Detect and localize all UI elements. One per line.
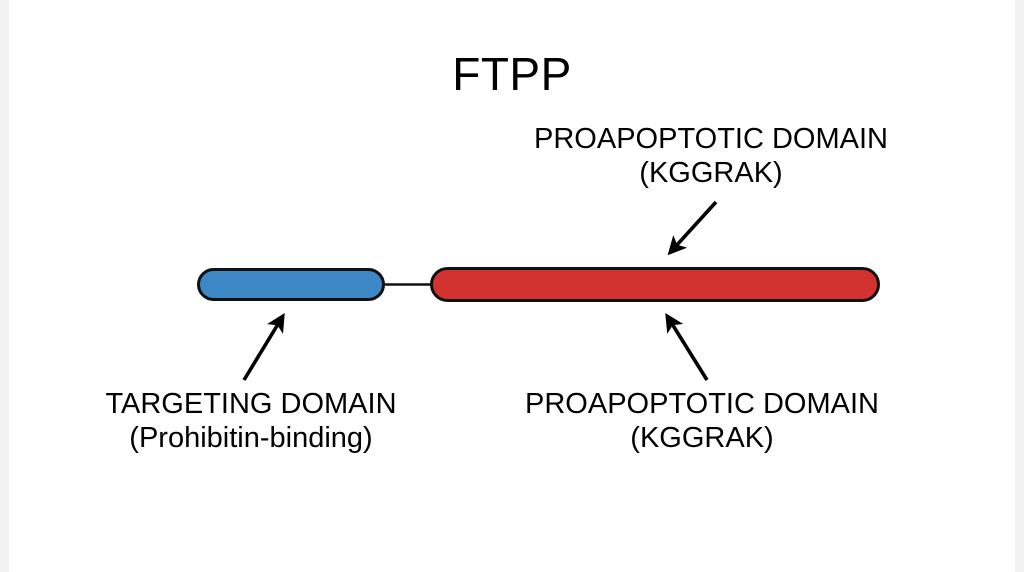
callout-proapoptotic-bottom-line2: (KGGRAK)	[630, 422, 774, 455]
callout-proapoptotic-bottom-line1: PROAPOPTOTIC DOMAIN	[525, 388, 879, 420]
callout-proapoptotic-bottom: PROAPOPTOTIC DOMAIN (KGGRAK)	[482, 387, 922, 455]
targeting-domain-bar	[197, 268, 385, 301]
proapoptotic-top-arrow	[667, 200, 718, 256]
proapoptotic-bottom-arrow	[665, 313, 709, 381]
proapoptotic-domain-bar	[430, 267, 880, 302]
page-title: FTPP	[452, 48, 572, 100]
callout-proapoptotic-top: PROAPOPTOTIC DOMAIN (KGGRAK)	[505, 122, 917, 190]
callout-proapoptotic-top-line2: (KGGRAK)	[639, 157, 783, 190]
right-edge-strip	[1015, 0, 1024, 572]
callout-proapoptotic-top-line1: PROAPOPTOTIC DOMAIN	[534, 123, 888, 155]
callout-targeting-line2: (Prohibitin-binding)	[129, 422, 373, 455]
left-edge-strip	[0, 0, 9, 572]
callout-targeting-domain: TARGETING DOMAIN (Prohibitin-binding)	[70, 387, 432, 455]
targeting-arrow	[242, 313, 285, 381]
callout-targeting-line1: TARGETING DOMAIN	[105, 388, 397, 420]
